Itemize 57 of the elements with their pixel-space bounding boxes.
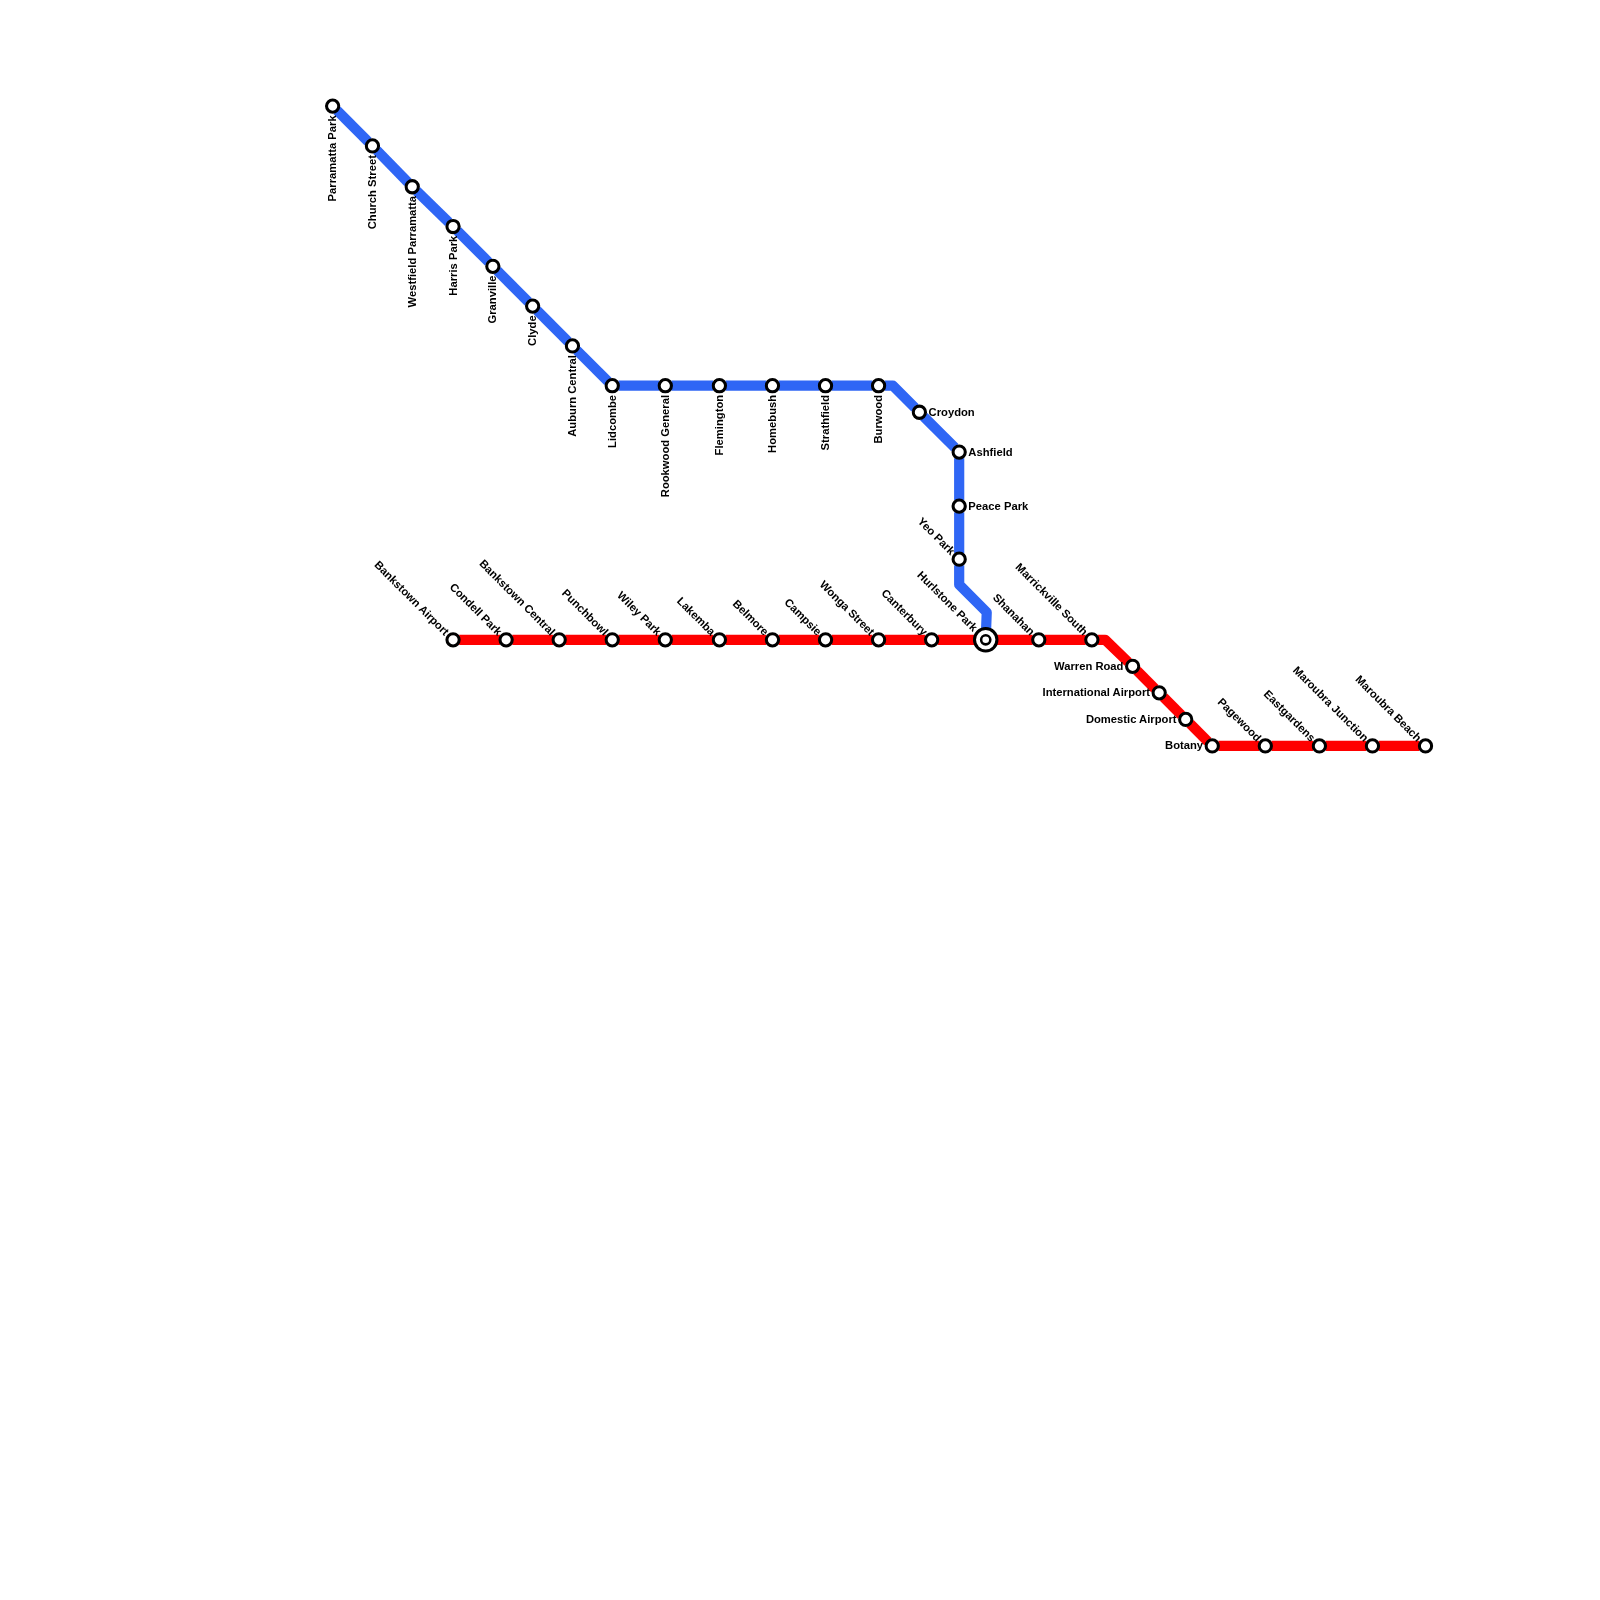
- station-name: Westfield Parramatta: [405, 195, 419, 308]
- rail-line-segment: [831, 634, 873, 645]
- rail-line-segment: [1325, 740, 1367, 751]
- rail-line-segment: [996, 634, 1033, 645]
- rail-line-segment: [954, 458, 965, 500]
- rail-line-segment: [459, 634, 500, 645]
- rail-line-segment: [671, 634, 714, 645]
- station-name: Botany: [1165, 739, 1204, 753]
- rail-line-segment: [373, 146, 412, 186]
- rail-line-segment: [1218, 740, 1260, 751]
- rail-line-segment: [618, 634, 660, 645]
- rail-line-segment: [333, 106, 372, 146]
- rail-line-segment: [573, 346, 612, 385]
- station-name: Domestic Airport: [1085, 712, 1177, 726]
- rail-line-segment: [725, 634, 767, 645]
- rail-line-segment: [725, 380, 767, 391]
- rail-line-segment: [512, 634, 554, 645]
- rail-line-segment: [1133, 667, 1159, 693]
- rail-line-segment: [1159, 693, 1185, 719]
- rail-line-segment: [954, 512, 965, 554]
- rail-line-segment: [937, 634, 975, 645]
- station-name: Burwood: [871, 394, 886, 444]
- rail-line-segment: [778, 380, 820, 391]
- rail-line-segment: [1378, 740, 1420, 751]
- station-name: Granville: [486, 275, 500, 324]
- rail-line-segment: [1186, 720, 1212, 746]
- station-name: Peace Park: [968, 499, 1029, 513]
- station-name: Lidcombe: [605, 394, 619, 448]
- station-name: Church Street: [365, 155, 380, 230]
- station-name: Homebush: [765, 394, 780, 453]
- station-name: Flemington: [712, 394, 726, 456]
- rail-line-segment: [565, 634, 607, 645]
- station-name: Rookwood General: [658, 394, 672, 498]
- station-name: Clyde: [526, 315, 540, 346]
- rail-line-segment: [1044, 634, 1086, 645]
- rail-line-segment: [493, 267, 532, 306]
- rail-line-segment: [920, 412, 959, 452]
- rail-line-segment: [1097, 634, 1132, 666]
- rail-line-segment: [671, 380, 714, 391]
- station-name: Parramatta Park: [326, 115, 340, 202]
- station-name: Warren Road: [1054, 659, 1124, 673]
- station-name: Ashfield: [968, 445, 1013, 459]
- rail-line-segment: [413, 187, 453, 226]
- station-name: International Airport: [1042, 686, 1150, 700]
- rail-line-segment: [453, 227, 493, 266]
- rail-line-segment: [533, 306, 572, 346]
- station-name: Harris Park: [446, 235, 460, 296]
- station-name: Strathfield: [818, 394, 833, 451]
- station-name: Croydon: [928, 405, 975, 419]
- rail-line-segment: [618, 380, 660, 391]
- rail-line-segment: [954, 565, 992, 629]
- station-name: Auburn Central: [565, 355, 580, 437]
- rail-line-segment: [831, 380, 873, 391]
- rail-line-segment: [1271, 740, 1314, 751]
- rail-line-segment: [884, 634, 926, 645]
- rail-line-segment: [778, 634, 820, 645]
- rail-line-segment: [884, 380, 919, 412]
